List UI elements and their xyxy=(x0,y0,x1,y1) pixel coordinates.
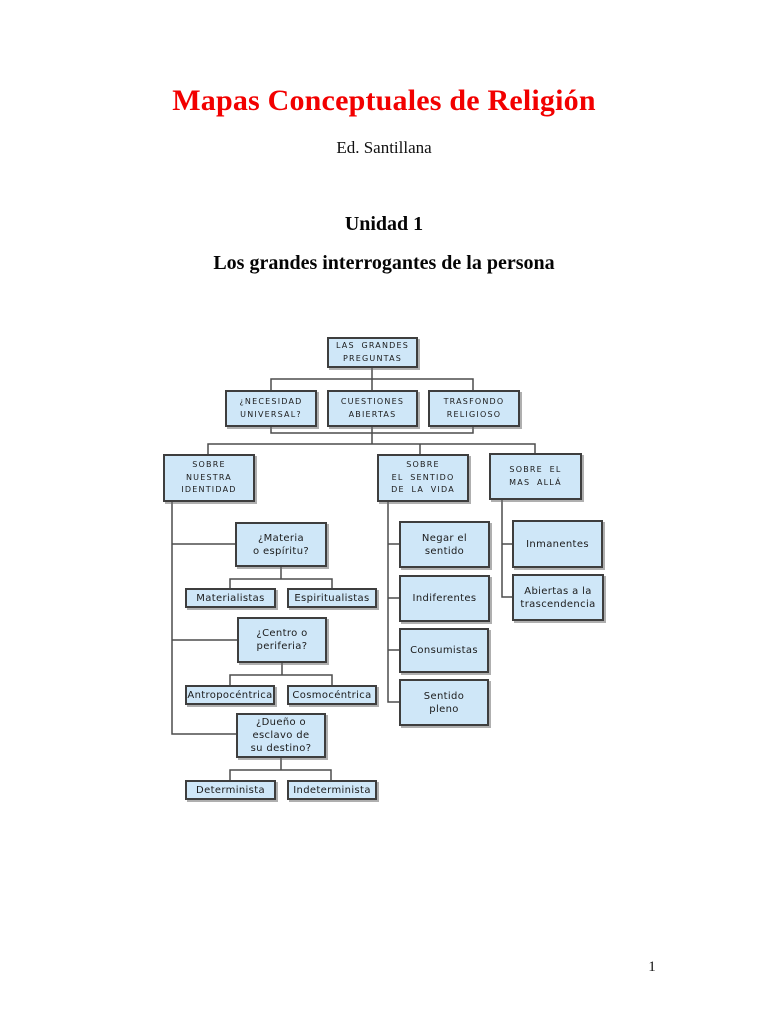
node-necesidad-universal: ¿NECESIDAD UNIVERSAL? xyxy=(225,390,317,427)
node-label: LAS GRANDES PREGUNTAS xyxy=(335,341,410,363)
node-cuestiones-abiertas: CUESTIONES ABIERTAS xyxy=(327,390,418,427)
unit-heading: Unidad 1 xyxy=(344,213,424,235)
node-label: Consumistas xyxy=(410,645,478,656)
node-indeterminista: Indeterminista xyxy=(287,780,377,800)
node-label: ¿NECESIDAD UNIVERSAL? xyxy=(239,397,303,419)
node-label: Indiferentes xyxy=(412,593,477,604)
node-negar-el-sentido: Negar el sentido xyxy=(399,521,490,568)
node-materialistas: Materialistas xyxy=(185,588,276,608)
node-label: ¿Centro o periferia? xyxy=(256,628,308,652)
node-materia-o-espiritu: ¿Materia o espíritu? xyxy=(235,522,327,567)
node-determinista: Determinista xyxy=(185,780,276,800)
node-label: Negar el sentido xyxy=(421,532,468,557)
node-label: Abiertas a la trascendencia xyxy=(520,585,596,610)
node-label: Indeterminista xyxy=(293,784,371,796)
node-centro-o-periferia: ¿Centro o periferia? xyxy=(237,617,327,663)
node-label: SOBRE EL SENTIDO DE LA VIDA xyxy=(391,460,455,495)
node-label: ¿Dueño o esclavo de su destino? xyxy=(250,717,312,754)
node-sobre-el-sentido-de-la-vida: SOBRE EL SENTIDO DE LA VIDA xyxy=(377,454,469,502)
node-label: SOBRE EL MAS ALLÁ xyxy=(509,465,562,487)
node-dueno-o-esclavo: ¿Dueño o esclavo de su destino? xyxy=(236,713,326,758)
node-las-grandes-preguntas: LAS GRANDES PREGUNTAS xyxy=(327,337,418,368)
node-label: CUESTIONES ABIERTAS xyxy=(340,397,405,419)
node-abiertas-a-la-trascendencia: Abiertas a la trascendencia xyxy=(512,574,604,621)
node-label: ¿Materia o espíritu? xyxy=(252,532,310,557)
node-label: Inmanentes xyxy=(526,538,589,550)
node-indiferentes: Indiferentes xyxy=(399,575,490,622)
node-label: Determinista xyxy=(196,784,265,796)
node-espiritualistas: Espiritualistas xyxy=(287,588,377,608)
node-label: SOBRE NUESTRA IDENTIDAD xyxy=(181,460,237,495)
node-label: Antropocéntrica xyxy=(187,689,273,701)
node-label: Materialistas xyxy=(196,592,265,604)
node-trasfondo-religioso: TRASFONDO RELIGIOSO xyxy=(428,390,520,427)
node-sobre-nuestra-identidad: SOBRE NUESTRA IDENTIDAD xyxy=(163,454,255,502)
document-title: Mapas Conceptuales de Religión xyxy=(172,84,596,117)
node-sentido-pleno: Sentido pleno xyxy=(399,679,489,726)
node-label: Sentido pleno xyxy=(423,690,465,715)
node-sobre-el-mas-alla: SOBRE EL MAS ALLÁ xyxy=(489,453,582,500)
node-label: Espiritualistas xyxy=(294,592,370,604)
unit-subheading: Los grandes interrogantes de la persona xyxy=(213,252,555,274)
page-number: 1 xyxy=(648,959,656,975)
publisher-subtitle: Ed. Santillana xyxy=(336,138,432,157)
node-label: Cosmocéntrica xyxy=(292,689,372,701)
node-inmanentes: Inmanentes xyxy=(512,520,603,568)
node-label: TRASFONDO RELIGIOSO xyxy=(443,397,505,419)
node-cosmocentrica: Cosmocéntrica xyxy=(287,685,377,705)
node-antropocentrica: Antropocéntrica xyxy=(185,685,275,705)
node-consumistas: Consumistas xyxy=(399,628,489,673)
